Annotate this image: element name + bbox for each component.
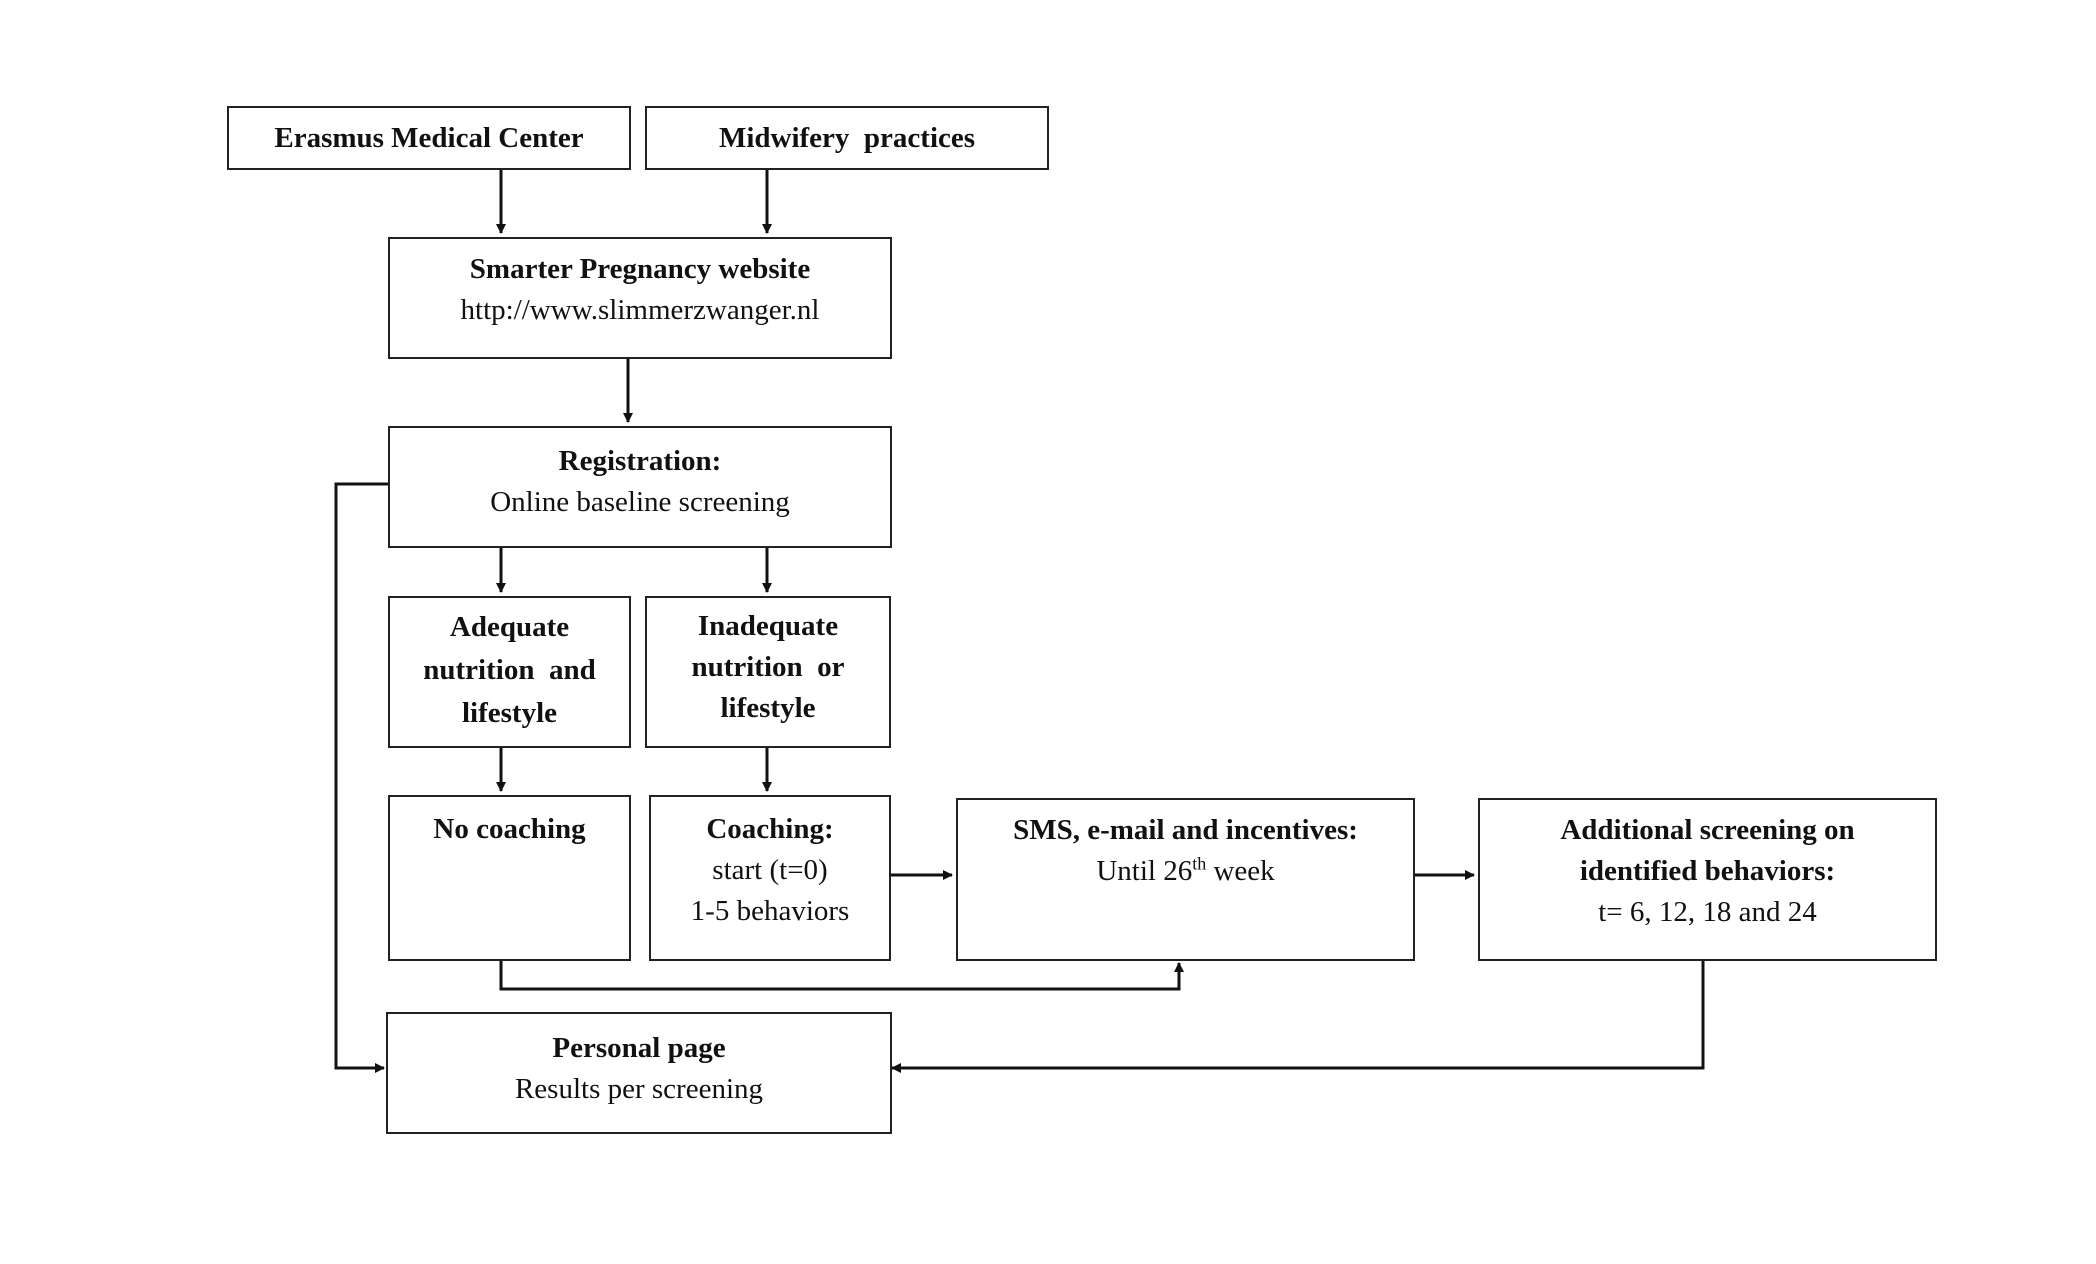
website-url: http://www.slimmerzwanger.nl xyxy=(460,294,820,326)
additional-line-3: t= 6, 12, 18 and 24 xyxy=(1598,896,1817,928)
adequate-nutrition-box: Adequate nutrition and lifestyle xyxy=(388,596,631,748)
personal-page-subtitle: Results per screening xyxy=(514,1073,764,1105)
sms-until-week: Until 26th week xyxy=(958,851,1413,892)
website-title: Smarter Pregnancy website xyxy=(469,253,811,285)
no-coaching-title: No coaching xyxy=(433,813,586,845)
midwifery-practices-title: Midwifery practices xyxy=(718,122,976,154)
adequate-line-3: lifestyle xyxy=(461,697,557,729)
inadequate-line-3: lifestyle xyxy=(720,692,816,724)
coaching-start: start (t=0) xyxy=(712,854,828,886)
personal-page-title: Personal page xyxy=(552,1032,726,1064)
arrow-no-coaching-to-sms xyxy=(499,961,1184,991)
sms-email-incentives-box: SMS, e-mail and incentives: Until 26th w… xyxy=(956,798,1415,961)
registration-title: Registration: xyxy=(558,445,722,477)
sms-week-suffix: week xyxy=(1206,855,1275,887)
adequate-line-1: Adequate xyxy=(449,611,570,643)
adequate-line-2: nutrition and xyxy=(423,654,596,686)
coaching-title: Coaching: xyxy=(706,813,834,845)
additional-line-2: identified behaviors: xyxy=(1579,855,1836,887)
registration-box: Registration: Online baseline screening xyxy=(388,426,892,548)
additional-screening-box: Additional screening on identified behav… xyxy=(1478,798,1937,961)
arrow-registration-to-personal xyxy=(334,482,388,1073)
sms-title: SMS, e-mail and incentives: xyxy=(1013,814,1358,846)
arrow-additional-to-personal xyxy=(891,961,1705,1073)
sms-ordinal-suffix: th xyxy=(1192,853,1207,874)
erasmus-medical-center-box: Erasmus Medical Center xyxy=(227,106,631,170)
erasmus-medical-center-title: Erasmus Medical Center xyxy=(274,122,584,154)
coaching-box: Coaching: start (t=0) 1-5 behaviors xyxy=(649,795,891,961)
smarter-pregnancy-website-box: Smarter Pregnancy website http://www.sli… xyxy=(388,237,892,359)
additional-line-1: Additional screening on xyxy=(1560,814,1855,846)
coaching-behaviors: 1-5 behaviors xyxy=(690,895,850,927)
personal-page-box: Personal page Results per screening xyxy=(386,1012,892,1134)
midwifery-practices-box: Midwifery practices xyxy=(645,106,1049,170)
inadequate-line-2: nutrition or xyxy=(691,651,845,683)
inadequate-nutrition-box: Inadequate nutrition or lifestyle xyxy=(645,596,891,748)
registration-subtitle: Online baseline screening xyxy=(490,486,790,518)
inadequate-line-1: Inadequate xyxy=(697,610,839,642)
no-coaching-box: No coaching xyxy=(388,795,631,961)
sms-until-prefix: Until 26 xyxy=(1096,855,1193,887)
